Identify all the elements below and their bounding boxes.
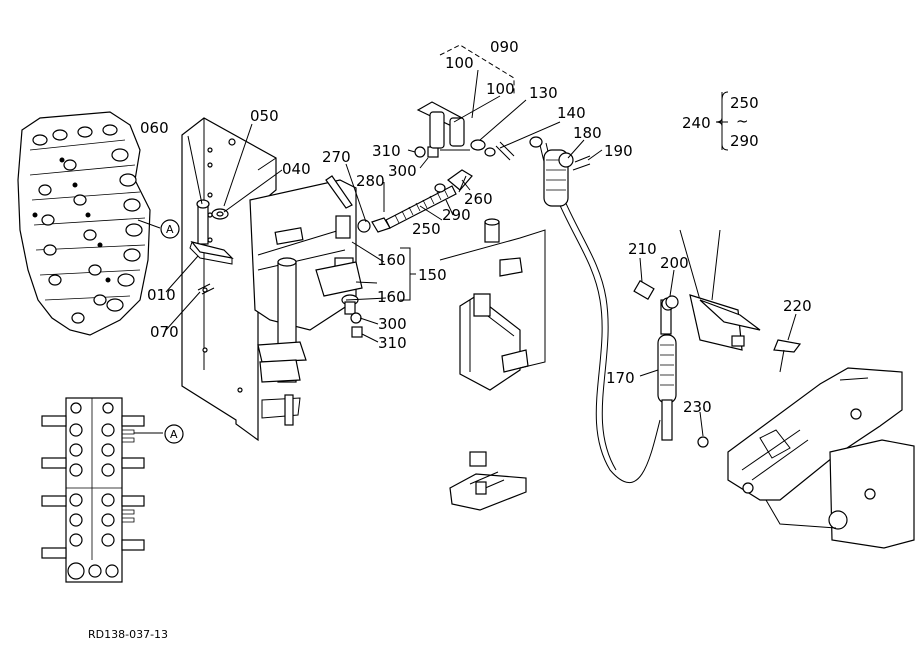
label-290-range: 290 (730, 132, 759, 150)
label-300a: 300 (388, 162, 417, 180)
callout-a-upper: A (137, 219, 180, 239)
label-270: 270 (322, 148, 351, 166)
svg-text:A: A (170, 428, 178, 441)
label-160a: 160 (377, 251, 406, 269)
label-240: 240 (682, 114, 711, 132)
label-230: 230 (683, 398, 712, 416)
label-range-sep: ~ (736, 112, 749, 130)
part-labels: 090 100 100 130 140 180 190 240 250 ~ 29… (140, 38, 812, 416)
label-310a: 310 (372, 142, 401, 160)
label-250: 250 (412, 220, 441, 238)
label-060: 060 (140, 119, 169, 137)
label-040: 040 (282, 160, 311, 178)
label-180: 180 (573, 124, 602, 142)
center-brackets (439, 229, 546, 511)
label-200: 200 (660, 254, 689, 272)
diagram-reference-code: RD138-037-13 (88, 628, 168, 641)
mounting-frame (727, 367, 915, 549)
label-090: 090 (490, 38, 519, 56)
label-070: 070 (150, 323, 179, 341)
label-190: 190 (604, 142, 633, 160)
label-220: 220 (783, 297, 812, 315)
label-310b: 310 (378, 334, 407, 352)
label-290: 290 (442, 206, 471, 224)
label-050: 050 (250, 107, 279, 125)
label-150: 150 (418, 266, 447, 284)
label-130: 130 (529, 84, 558, 102)
label-170: 170 (606, 369, 635, 387)
pedal-bracket (633, 229, 802, 448)
label-100b: 100 (486, 80, 515, 98)
label-010: 010 (147, 286, 176, 304)
label-300b: 300 (378, 315, 407, 333)
label-100a: 100 (445, 54, 474, 72)
label-260: 260 (464, 190, 493, 208)
main-bracket-plate (181, 117, 277, 442)
svg-text:A: A (166, 223, 174, 236)
valve-section-view: A (41, 397, 184, 583)
label-210: 210 (628, 240, 657, 258)
lever-assembly (249, 175, 363, 426)
label-140: 140 (557, 104, 586, 122)
label-280: 280 (356, 172, 385, 190)
label-160b: 160 (377, 288, 406, 306)
leader-lines (165, 69, 797, 437)
link-assembly-090 (416, 44, 515, 161)
control-cable (529, 136, 677, 484)
control-valve-assembly (17, 111, 151, 336)
label-250-range: 250 (730, 94, 759, 112)
